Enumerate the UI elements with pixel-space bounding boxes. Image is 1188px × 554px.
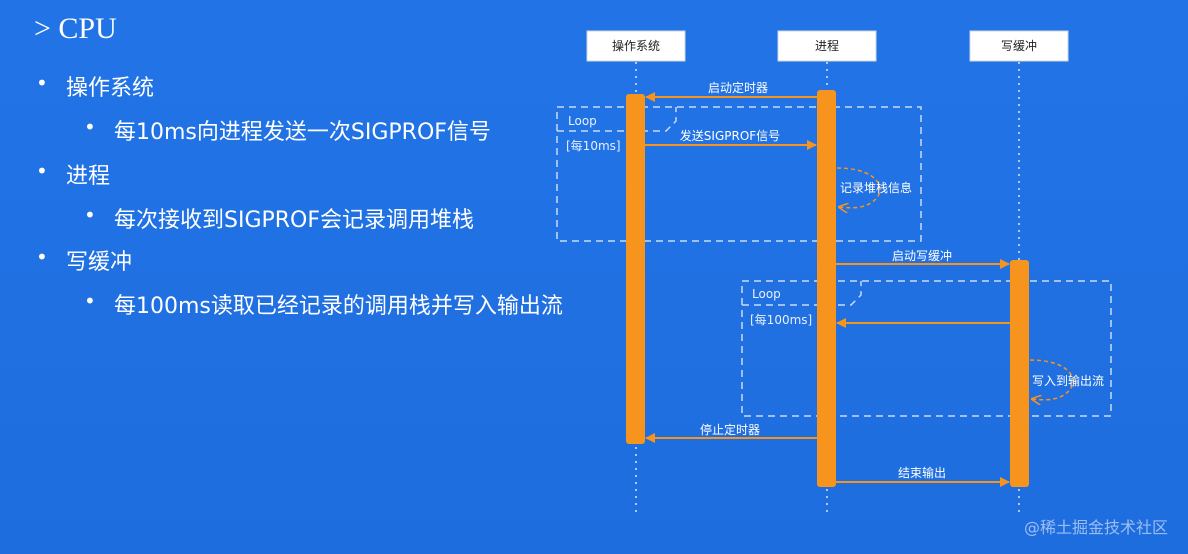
message-end-output: 结束输出 <box>836 465 1010 487</box>
participant-process: 进程 <box>777 30 877 62</box>
message-start-write-buffer: 启动写缓冲 <box>836 248 1010 269</box>
activation-os <box>626 94 645 444</box>
message-start-timer: 启动定时器 <box>645 80 817 102</box>
bullet-dot-icon: • <box>84 203 96 227</box>
loop-frame-10ms: Loop [每10ms] <box>556 106 922 242</box>
message-start-write-buffer-label: 启动写缓冲 <box>892 248 952 263</box>
message-write-output: 写入到输出流 <box>1029 359 1104 400</box>
loop-guard-10ms: [每10ms] <box>566 138 621 153</box>
message-write-output-label: 写入到输出流 <box>1032 373 1104 388</box>
loop-frame-100ms: Loop [每100ms] <box>741 280 1112 417</box>
bullet-write-buffer-sub-text: 每100ms读取已经记录的调用栈并写入输出流 <box>114 294 563 319</box>
participant-process-label: 进程 <box>815 38 839 53</box>
bullet-dot-icon: • <box>36 245 48 269</box>
bullet-dot-icon: • <box>84 115 96 139</box>
activation-write-buffer <box>1010 260 1029 487</box>
watermark: @稀土掘金技术社区 <box>1023 518 1168 537</box>
loop-guard-100ms: [每100ms] <box>750 312 812 327</box>
message-stop-timer-label: 停止定时器 <box>700 422 760 437</box>
participant-write-buffer-label: 写缓冲 <box>1001 38 1037 53</box>
participant-os-label: 操作系统 <box>612 38 660 53</box>
message-record-stack-label: 记录堆栈信息 <box>840 180 912 195</box>
participant-os: 操作系统 <box>586 30 686 62</box>
bullet-process-sub-text: 每次接收到SIGPROF会记录调用堆栈 <box>114 208 475 233</box>
bullet-dot-icon: • <box>36 71 48 95</box>
loop-label-10ms: Loop <box>568 114 597 128</box>
bullet-os-sub-text: 每10ms向进程发送一次SIGPROF信号 <box>114 120 491 145</box>
loop-label-100ms: Loop <box>752 287 781 301</box>
message-start-timer-label: 启动定时器 <box>708 80 768 95</box>
bullet-write-buffer-label: 写缓冲 <box>66 250 133 275</box>
message-stop-timer: 停止定时器 <box>645 422 817 443</box>
bullet-process-label: 进程 <box>66 164 111 189</box>
slide-title: > CPU <box>34 12 117 45</box>
participant-write-buffer: 写缓冲 <box>969 30 1069 62</box>
message-record-stack: 记录堆栈信息 <box>836 167 912 208</box>
bullet-os-label: 操作系统 <box>66 76 155 101</box>
message-send-sigprof: 发送SIGPROF信号 <box>645 128 817 150</box>
message-end-output-label: 结束输出 <box>898 465 946 480</box>
bullet-dot-icon: • <box>84 289 96 313</box>
bullet-dot-icon: • <box>36 159 48 183</box>
message-send-sigprof-label: 发送SIGPROF信号 <box>680 128 780 143</box>
activation-process <box>817 90 836 487</box>
